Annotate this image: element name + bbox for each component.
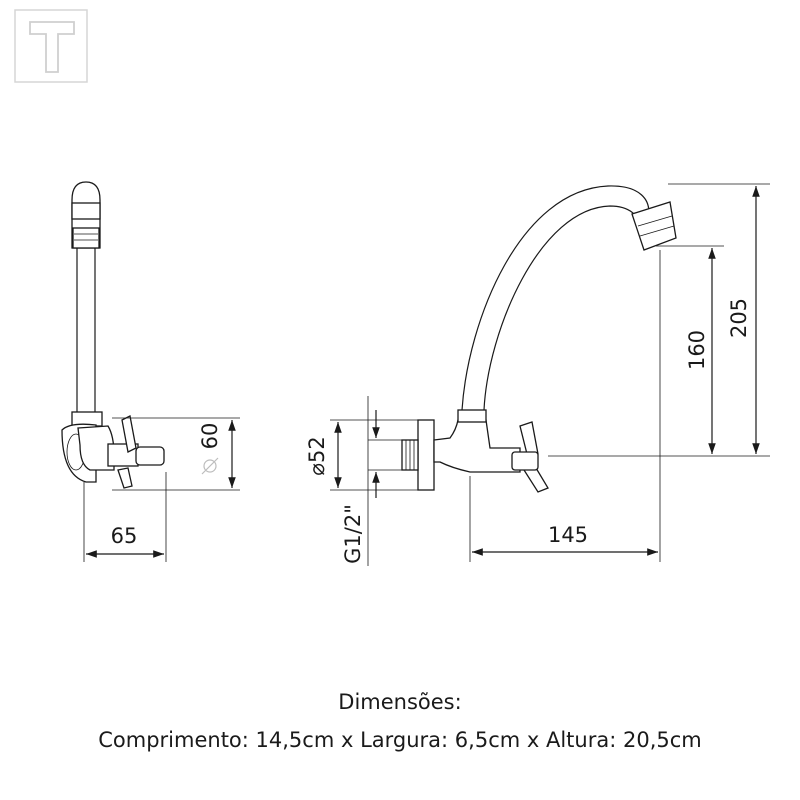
dim-label-60: 60 <box>198 423 222 450</box>
side-view-dimensions <box>83 417 240 562</box>
dim-label-65: 65 <box>111 524 138 548</box>
faucet-front-view <box>401 185 677 493</box>
brand-logo <box>14 9 88 83</box>
dim-label-160: 160 <box>685 330 709 370</box>
front-view-dimensions <box>330 183 770 566</box>
dim-label-diameter-52: ⌀52 <box>305 436 329 475</box>
faucet-side-view <box>61 181 165 489</box>
dim-label-thread-g12: G1/2" <box>341 504 365 564</box>
dim-label-205: 205 <box>727 298 751 338</box>
caption-title: Dimensões: <box>338 690 462 714</box>
caption-dimensions-spec: Comprimento: 14,5cm x Largura: 6,5cm x A… <box>98 728 702 752</box>
dim-label-145: 145 <box>548 523 588 547</box>
